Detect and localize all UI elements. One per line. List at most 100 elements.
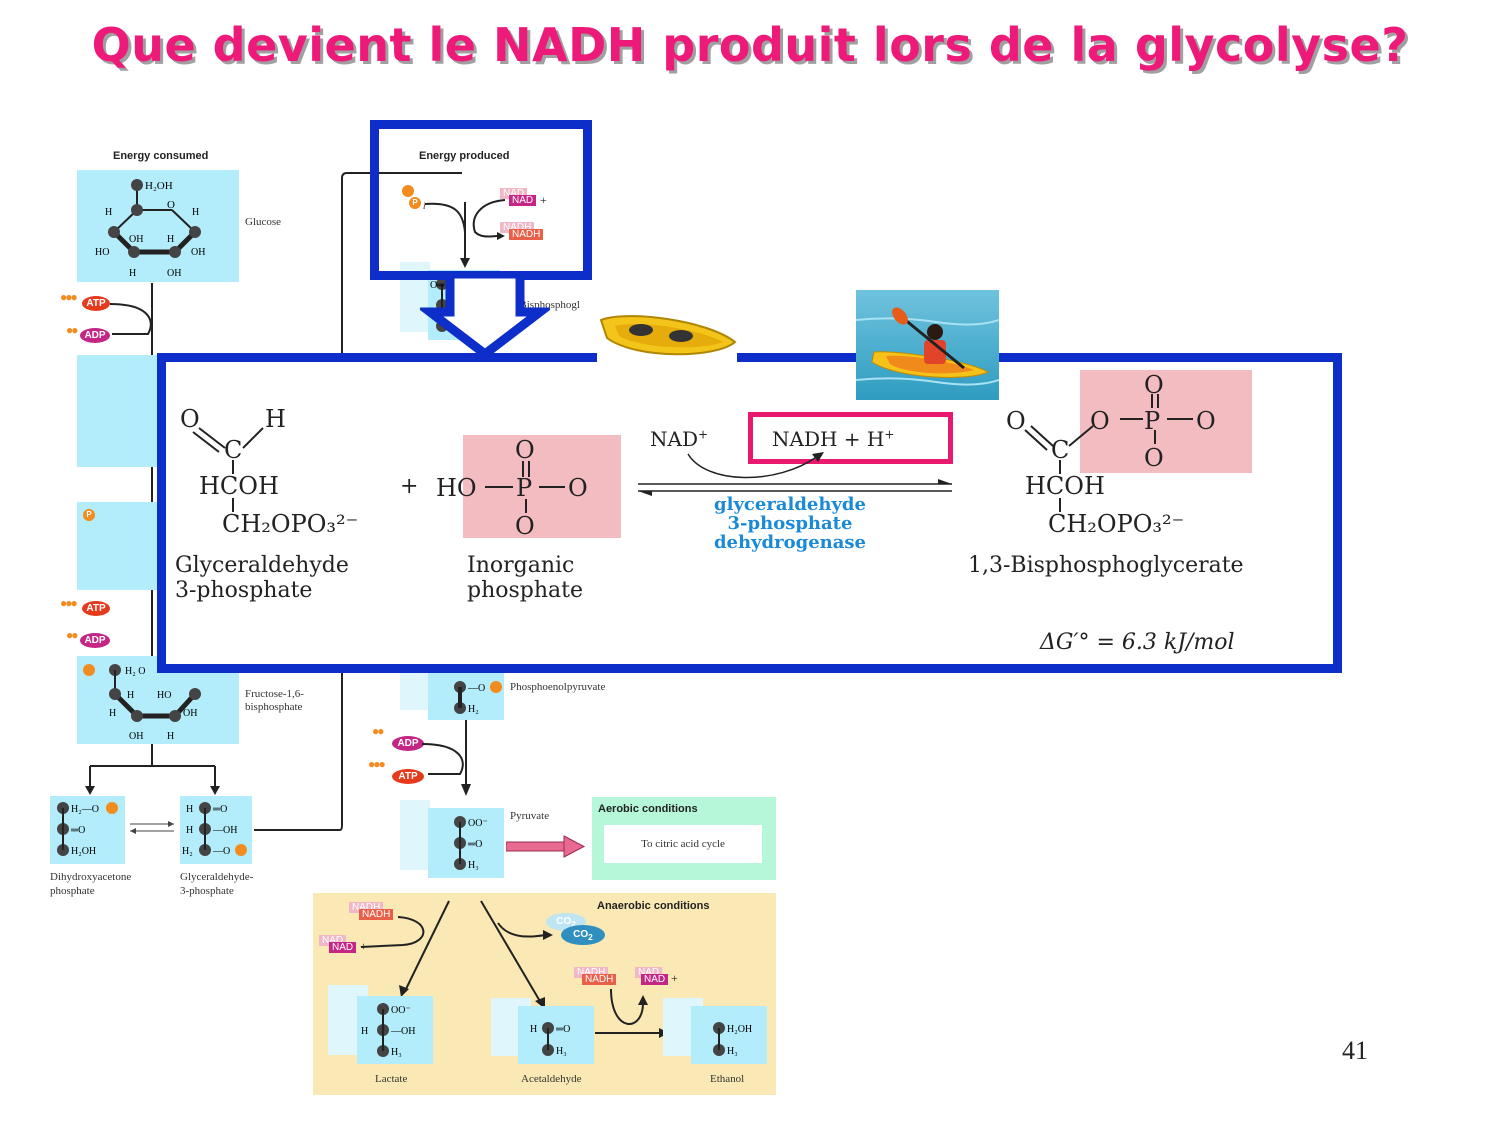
g3p-structure: H═O H—OH H₂—O — [182, 802, 247, 857]
reactant2-name-2: phosphate — [467, 578, 584, 603]
nad-ghost-tag: NAD — [319, 935, 347, 946]
kayaker-photo-icon — [856, 290, 999, 400]
slide-title: Que devient le NADH produit lors de la g… — [91, 18, 1409, 72]
pep-label: Phosphoenolpyruvate — [510, 681, 606, 693]
adp-pill: ADP — [80, 633, 110, 648]
ethanol-label: Ethanol — [710, 1073, 745, 1085]
pyruvate-ghost-box — [400, 800, 430, 870]
nad-label: NAD+ — [650, 427, 709, 451]
aerobic-arrow-icon — [506, 835, 586, 858]
svg-text:H₃: H₃ — [556, 1046, 567, 1057]
phosphate-o-right: O — [568, 474, 588, 502]
product-o-top: O — [1144, 371, 1164, 399]
pathway-arrow — [151, 467, 153, 502]
delta-g: ΔG′° = 6.3 kJ/mol — [1040, 630, 1235, 655]
product-phosphate-highlight — [1080, 370, 1252, 473]
curved-arrow — [109, 303, 152, 335]
svg-text:H: H — [167, 731, 174, 742]
pep-structure: —O H₂ — [454, 681, 502, 715]
acetaldehyde-molecule: H ═O H₃ — [518, 1006, 594, 1064]
svg-text:—O: —O — [467, 683, 485, 694]
product-ch2opo3: CH₂OPO₃²⁻ — [1048, 510, 1185, 538]
svg-text:—OH: —OH — [390, 1026, 415, 1037]
kayak-inflatable-icon — [599, 315, 737, 356]
g3p-molecule: H═O H—OH H₂—O — [180, 796, 252, 864]
pi-subscript: i — [423, 201, 426, 211]
svg-text:H₂: H₂ — [182, 846, 193, 857]
atp-pill: ATP — [82, 601, 110, 616]
phosphate-dots: ●●● — [60, 290, 78, 304]
g3p-o-atom: O — [180, 405, 200, 433]
svg-text:H: H — [530, 1024, 537, 1035]
svg-text:═O: ═O — [555, 1024, 570, 1035]
acetaldehyde-structure: H ═O H₃ — [530, 1022, 570, 1057]
svg-text:H₂OH: H₂OH — [145, 180, 173, 192]
svg-text:H₂: H₂ — [468, 704, 479, 715]
svg-text:H: H — [186, 804, 193, 815]
pyruvate-structure: OO⁻ ═O H₃ — [454, 816, 488, 871]
product-hcoh: HCOH — [1025, 472, 1105, 500]
phosphate-bonds — [485, 461, 565, 513]
product-o-right: O — [1196, 407, 1216, 435]
nad-plus: + — [540, 193, 547, 207]
nadh-ghost-tag: NADH — [500, 222, 535, 233]
svg-text:OH: OH — [129, 731, 143, 742]
enzyme-line-3: dehydrogenase — [713, 532, 867, 553]
nad-ghost-tag: NAD — [500, 188, 528, 199]
svg-text:H₂OH: H₂OH — [71, 846, 96, 857]
fructose-bisphosphate-label-2: bisphosphate — [245, 701, 303, 713]
phosphate-o-top: O — [515, 436, 535, 464]
svg-text:H: H — [109, 708, 116, 719]
inorganic-phosphate-icon: P — [409, 197, 421, 209]
svg-text:—OH: —OH — [212, 825, 237, 836]
dhap-structure: H₂—O ═O H₂OH — [57, 802, 118, 857]
product-carbonyl-o: O — [1006, 407, 1026, 435]
reactant1-name-2: 3-phosphate — [175, 578, 313, 603]
phosphate-dots: ●●● — [368, 757, 386, 771]
svg-text:H₂—O: H₂—O — [71, 804, 99, 815]
energy-produced-header: Energy produced — [419, 150, 510, 162]
aerobic-header: Aerobic conditions — [598, 803, 698, 815]
svg-text:—O: —O — [212, 846, 230, 857]
pyruvate-molecule: OO⁻ ═O H₃ — [428, 808, 504, 878]
atp-generation-arrow — [421, 720, 471, 796]
svg-text:O═: O═ — [430, 280, 445, 291]
pep-ghost-box — [400, 670, 430, 710]
svg-text:OO⁻: OO⁻ — [468, 818, 488, 829]
nad-tag: NAD — [509, 195, 537, 206]
product-c-atom: C — [1051, 436, 1070, 464]
svg-text:H₂ O: H₂ O — [125, 666, 145, 677]
svg-text:H: H — [361, 1026, 368, 1037]
pep-molecule: —O H₂ — [428, 672, 504, 720]
g3p-hcoh: HCOH — [199, 472, 279, 500]
ethanol-structure: H₂OH H₃ — [713, 1022, 752, 1057]
phosphorylation-arrows — [425, 199, 506, 268]
svg-text:H: H — [192, 207, 199, 218]
pathway-arrow — [151, 590, 153, 656]
svg-text:OH: OH — [129, 234, 143, 245]
phosphate-p: P — [516, 474, 533, 502]
reactant1-name-1: Glyceraldehyde — [175, 553, 349, 578]
lactate-molecule: OO⁻ H—OH H₃ — [357, 996, 433, 1064]
nadh-tag: NADH — [582, 974, 617, 985]
anaerobic-header: Anaerobic conditions — [597, 900, 710, 912]
g3p-ch2opo3: CH₂OPO₃²⁻ — [222, 510, 359, 538]
split-arrows — [85, 744, 220, 795]
svg-text:H: H — [105, 207, 112, 218]
svg-text:H: H — [129, 268, 136, 279]
equilibrium-arrows — [130, 821, 174, 834]
dhap-label-1: Dihydroxyacetone — [50, 871, 132, 883]
product-o-bottom: O — [1144, 444, 1164, 472]
phosphate-dots: ●●● — [60, 596, 78, 610]
lactate-structure: OO⁻ H—OH H₃ — [361, 1003, 415, 1058]
fermentation-arrows — [360, 900, 669, 1038]
svg-text:H: H — [127, 690, 134, 701]
anaerobic-panel: Anaerobic conditions NADH NADH NAD NAD +… — [313, 893, 776, 1095]
nadh-tag: NADH — [359, 909, 394, 920]
nad-plus: + — [671, 971, 678, 985]
acetaldehyde-label: Acetaldehyde — [521, 1073, 582, 1085]
glucose-label: Glucose — [245, 216, 282, 228]
nad-tag: NAD — [329, 942, 357, 953]
enzyme-name: glyceraldehyde 3-phosphate dehydrogenase — [690, 495, 890, 552]
product-bonds — [1024, 394, 1193, 512]
